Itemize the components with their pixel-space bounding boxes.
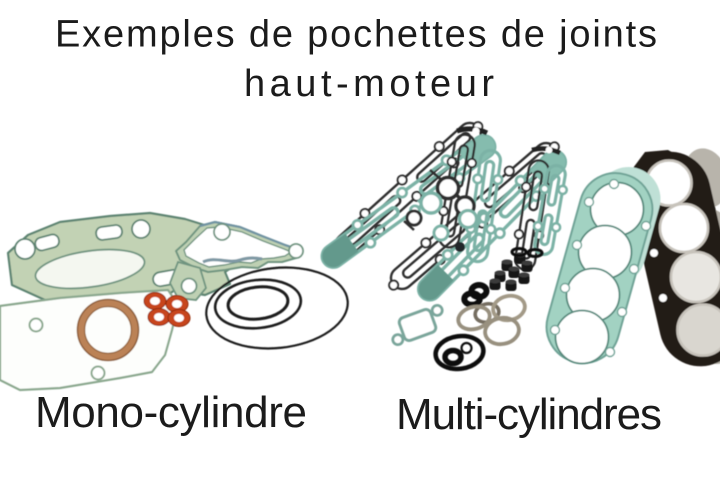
svg-text:haut-moteur: haut-moteur — [244, 63, 494, 105]
svg-text:Exemples de pochettes de joint: Exemples de pochettes de joints — [55, 14, 657, 56]
svg-text:Mono-cylindre: Mono-cylindre — [35, 388, 307, 437]
svg-text:Multi-cylindres: Multi-cylindres — [396, 390, 662, 439]
